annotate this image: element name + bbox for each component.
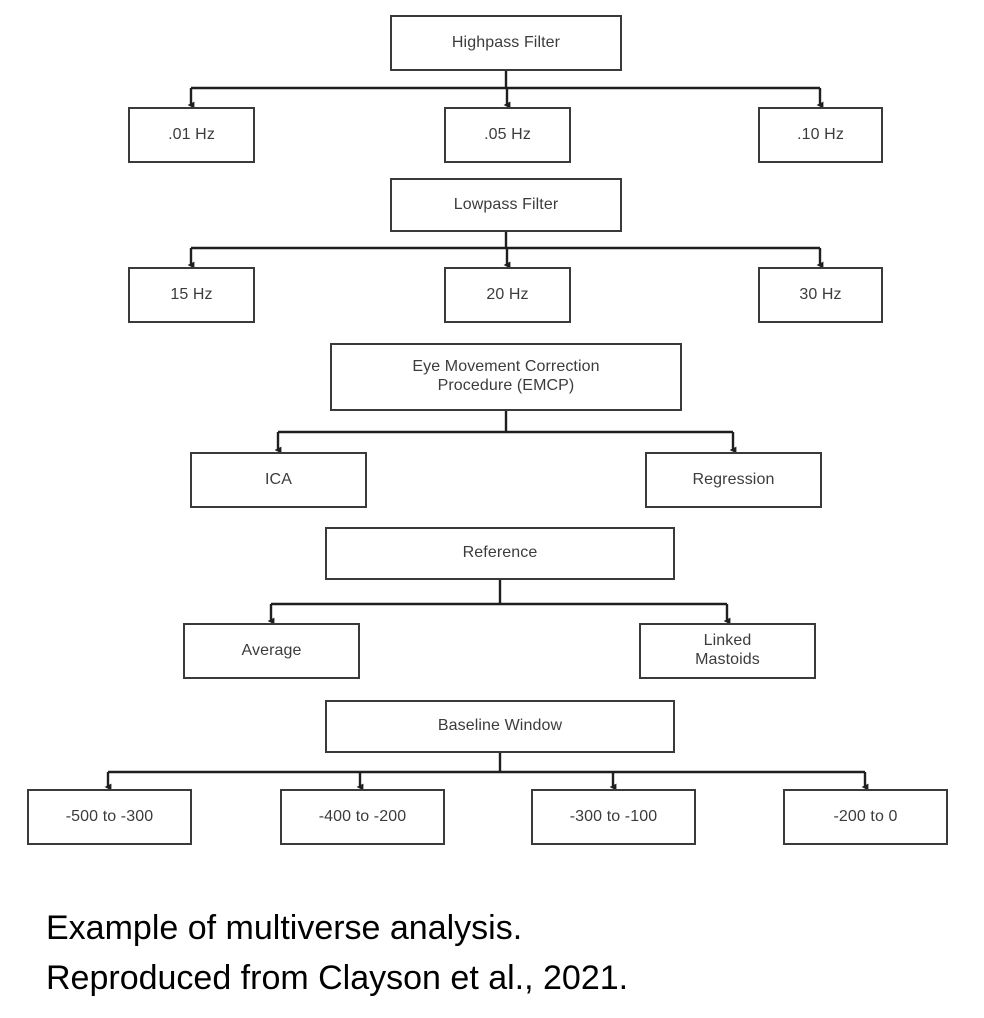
node-highpass-option-1-01-hz: .01 Hz	[128, 107, 255, 163]
node-lowpass-option-3-30-hz: 30 Hz	[758, 267, 883, 323]
caption-line-1: Example of multiverse analysis.	[46, 909, 523, 947]
node-baseline-option-1--500-to--300: -500 to -300	[27, 789, 192, 845]
node-label: -400 to -200	[318, 807, 407, 825]
node-label: Eye Movement Correction Procedure (EMCP)	[412, 358, 600, 394]
node-label: -200 to 0	[833, 807, 898, 825]
node-baseline-option-2--400-to--200: -400 to -200	[280, 789, 445, 845]
node-emcp-option-2-regression: Regression	[645, 452, 822, 508]
node-label: .10 Hz	[797, 125, 844, 143]
node-label: -500 to -300	[65, 807, 154, 825]
node-label: 30 Hz	[799, 285, 842, 303]
node-label: Regression	[692, 470, 775, 488]
caption-line-2: Reproduced from Clayson et al., 2021.	[46, 959, 629, 998]
figure-caption: Example of multiverse analysis. Reproduc…	[46, 903, 946, 1004]
node-highpass-option-3-10-hz: .10 Hz	[758, 107, 883, 163]
node-label: Lowpass Filter	[453, 195, 559, 213]
node-label: Linked Mastoids	[695, 632, 760, 668]
node-lowpass-option-1-15-hz: 15 Hz	[128, 267, 255, 323]
node-label: .01 Hz	[168, 125, 215, 143]
node-label: Baseline Window	[437, 717, 563, 735]
node-baseline-option-3--300-to--100: -300 to -100	[531, 789, 696, 845]
node-label: 20 Hz	[486, 285, 529, 303]
node-baseline-parent: Baseline Window	[325, 700, 675, 753]
node-reference-parent: Reference	[325, 527, 675, 580]
node-label: -300 to -100	[569, 807, 658, 825]
node-label: Highpass Filter	[451, 33, 561, 51]
node-emcp-option-1-ica: ICA	[190, 452, 367, 508]
node-highpass-option-2-05-hz: .05 Hz	[444, 107, 571, 163]
node-label: ICA	[265, 470, 292, 488]
node-label: Average	[241, 641, 302, 659]
node-label: .05 Hz	[484, 125, 531, 143]
node-emcp-parent: Eye Movement Correction Procedure (EMCP)	[330, 343, 682, 411]
node-label: Reference	[462, 544, 538, 562]
node-reference-option-1-average: Average	[183, 623, 360, 679]
node-highpass-parent: Highpass Filter	[390, 15, 622, 71]
node-baseline-option-4--200-to-0: -200 to 0	[783, 789, 948, 845]
node-lowpass-option-2-20-hz: 20 Hz	[444, 267, 571, 323]
node-reference-option-2-linked-mastoids: Linked Mastoids	[639, 623, 816, 679]
node-label: 15 Hz	[170, 285, 213, 303]
node-lowpass-parent: Lowpass Filter	[390, 178, 622, 232]
